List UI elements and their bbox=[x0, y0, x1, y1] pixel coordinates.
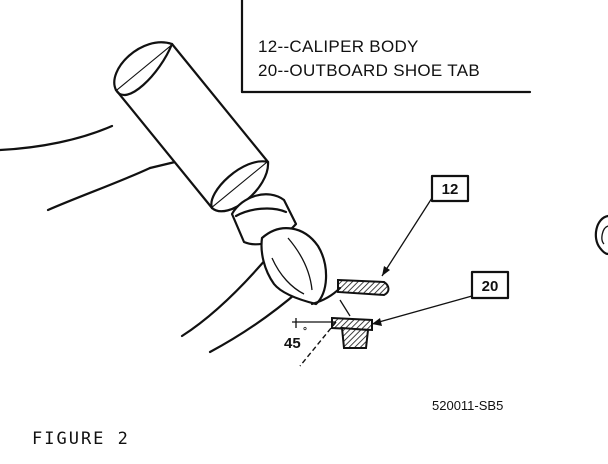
callout-number-20: 20 bbox=[482, 278, 499, 295]
angle-degree-symbol: ° bbox=[303, 326, 307, 337]
leader-arrow-20 bbox=[372, 318, 382, 326]
figure-caption: FIGURE 2 bbox=[32, 429, 130, 449]
angle-value: 45 bbox=[284, 335, 301, 352]
leader-line-20 bbox=[371, 295, 473, 325]
shoe-lower-part bbox=[340, 326, 370, 349]
hammer-head bbox=[113, 41, 270, 213]
callout-20: 20 bbox=[371, 270, 510, 326]
angle-dashed-line bbox=[299, 321, 337, 367]
caliper-section bbox=[310, 278, 390, 349]
callout-12: 12 bbox=[381, 174, 470, 277]
caliper-body-part bbox=[337, 278, 390, 297]
legend-item-outboard-shoe-tab: 20--OUTBOARD SHOE TAB bbox=[258, 61, 480, 80]
punch-tool bbox=[180, 193, 328, 354]
leader-arrow-12 bbox=[382, 266, 390, 276]
legend-box: 12--CALIPER BODY 20--OUTBOARD SHOE TAB bbox=[240, 0, 532, 94]
drawing-code: 520011-SB5 bbox=[432, 398, 503, 413]
legend-item-caliper-body: 12--CALIPER BODY bbox=[258, 37, 419, 56]
leader-line-12 bbox=[381, 197, 433, 277]
callout-number-12: 12 bbox=[442, 181, 459, 198]
callout-box-12 bbox=[430, 174, 470, 203]
hammer-handle bbox=[0, 124, 177, 212]
callout-box-20 bbox=[470, 270, 510, 300]
angle-indicator: 45 ° bbox=[284, 318, 337, 367]
edge-fragment bbox=[594, 214, 608, 256]
